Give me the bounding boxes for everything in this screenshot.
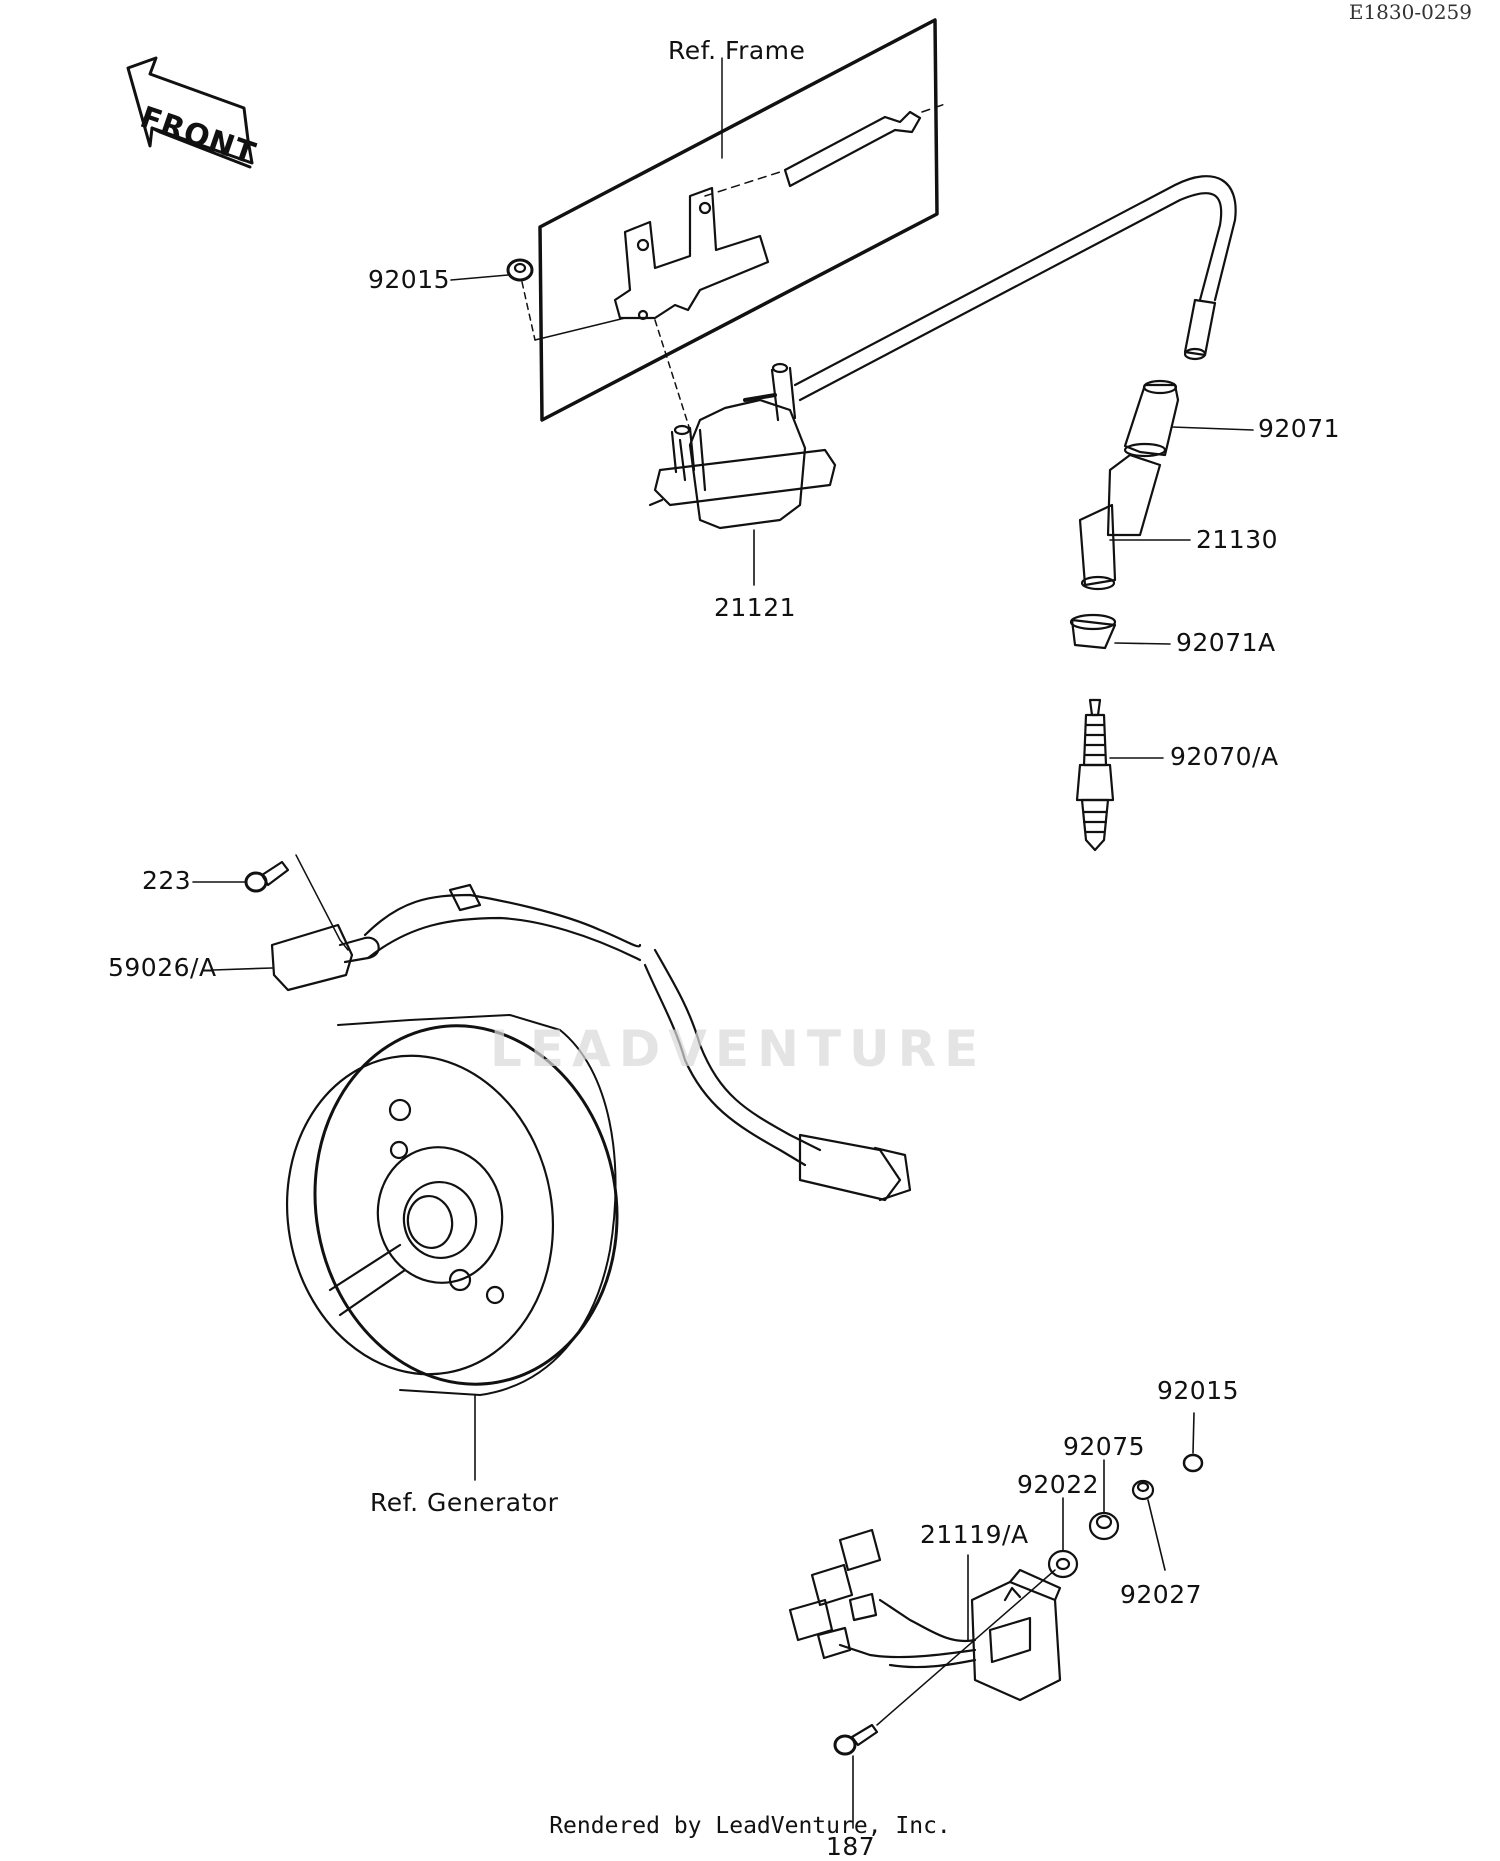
footer-credit: Rendered by LeadVenture, Inc. bbox=[549, 1813, 951, 1839]
callout-92022: 92022 bbox=[1017, 1470, 1100, 1499]
watermark: LEADVENTURE bbox=[490, 1020, 987, 1078]
bolt-223-icon bbox=[246, 855, 348, 950]
callout-92027: 92027 bbox=[1120, 1580, 1203, 1609]
callout-59026a: 59026/A bbox=[108, 953, 217, 982]
leader-lines bbox=[193, 275, 1253, 1828]
callout-92071: 92071 bbox=[1258, 414, 1341, 443]
coil-bracket bbox=[615, 188, 768, 319]
bolt-187-icon bbox=[835, 1570, 1055, 1754]
plug-cap-icon bbox=[1080, 455, 1160, 589]
generator-flywheel-drawing bbox=[262, 1002, 645, 1409]
callout-21119a: 21119/A bbox=[920, 1520, 1029, 1549]
callout-92070a: 92070/A bbox=[1170, 742, 1279, 771]
callout-ref-frame: Ref. Frame bbox=[668, 36, 806, 65]
cap-92071a-icon bbox=[1071, 615, 1115, 648]
pulser-coil-drawing bbox=[272, 885, 910, 1200]
callout-21121: 21121 bbox=[714, 593, 797, 622]
frame-plate bbox=[540, 20, 937, 420]
nut-upper-icon bbox=[508, 260, 690, 430]
callout-92015-lower: 92015 bbox=[1157, 1376, 1240, 1405]
frame-bolt bbox=[705, 104, 945, 196]
callout-21130: 21130 bbox=[1196, 525, 1279, 554]
callout-92075: 92075 bbox=[1063, 1432, 1146, 1461]
nut-lower-icon bbox=[1184, 1455, 1202, 1471]
front-arrow-icon bbox=[128, 58, 252, 167]
collar-92027-icon bbox=[1133, 1481, 1153, 1499]
grommet-92075-icon bbox=[1090, 1513, 1118, 1539]
ignition-lead bbox=[795, 176, 1236, 400]
cap-92071-icon bbox=[1125, 381, 1178, 456]
drawing-code: E1830-0259 bbox=[1348, 0, 1472, 24]
ignition-coil-drawing bbox=[650, 364, 835, 528]
callout-92015-upper: 92015 bbox=[368, 265, 451, 294]
callout-92071a: 92071A bbox=[1176, 628, 1276, 657]
washer-92022-icon bbox=[1049, 1551, 1077, 1577]
callout-ref-generator: Ref. Generator bbox=[370, 1488, 559, 1517]
spark-plug-icon bbox=[1077, 700, 1113, 850]
igniter-unit-drawing bbox=[790, 1530, 1060, 1700]
callout-223: 223 bbox=[142, 866, 192, 895]
